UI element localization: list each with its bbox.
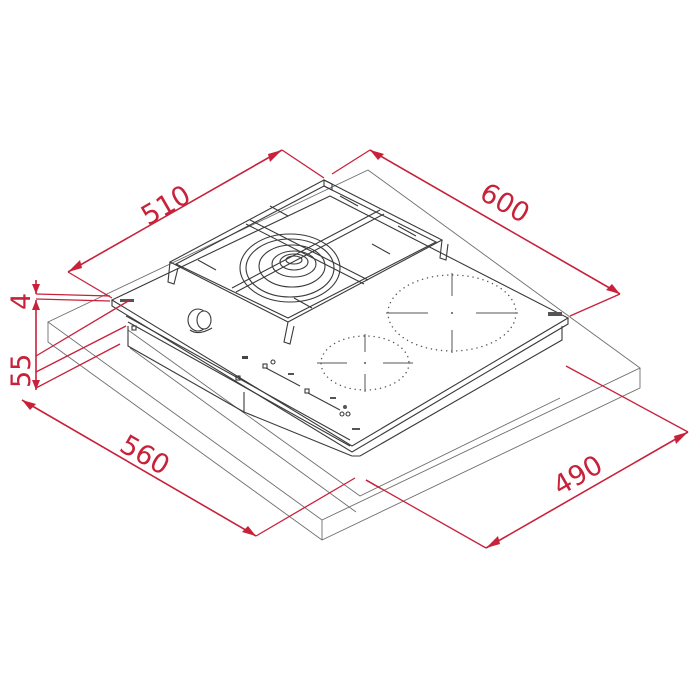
hob-glass-top xyxy=(110,195,570,457)
dim-label-4: 4 xyxy=(6,293,37,310)
dim-label-600: 600 xyxy=(475,177,535,230)
dim-label-510: 510 xyxy=(136,179,196,232)
touch-control-strip[interactable] xyxy=(242,356,360,430)
pan-support xyxy=(167,179,449,345)
dimension-55: 55 xyxy=(6,299,131,390)
dimension-490: 490 xyxy=(365,365,689,549)
gas-burner xyxy=(239,233,341,303)
dimension-4: 4 xyxy=(6,280,111,310)
clip-icon xyxy=(235,375,241,381)
clip-icon xyxy=(131,325,137,331)
dim-label-560: 560 xyxy=(115,429,175,482)
brand-logo xyxy=(548,312,562,316)
induction-zone-small xyxy=(317,334,413,392)
control-knob[interactable] xyxy=(187,308,213,334)
dim-label-55: 55 xyxy=(6,354,37,388)
induction-zone-large xyxy=(386,273,518,353)
dimension-560: 560 xyxy=(21,399,381,537)
dim-label-490: 490 xyxy=(548,449,608,502)
worktop xyxy=(47,169,641,541)
brand-logo xyxy=(120,299,134,302)
